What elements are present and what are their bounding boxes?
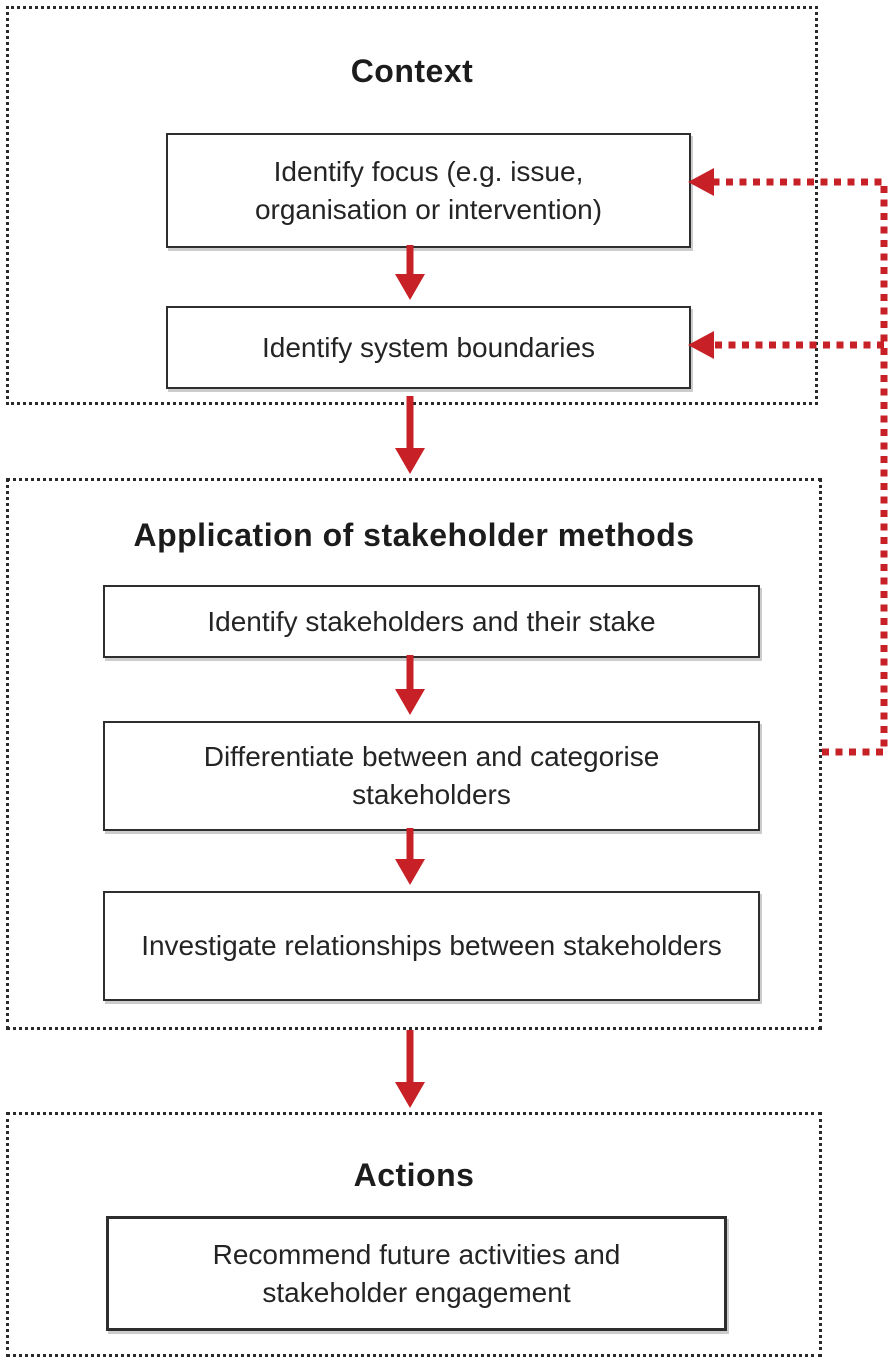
node-identify-focus: Identify focus (e.g. issue, organisation… — [166, 133, 691, 248]
node-identify-system-boundaries: Identify system boundaries — [166, 306, 691, 389]
section-application-title: Application of stakeholder methods — [133, 517, 695, 553]
section-application-of-stakeholder-methods: Application of stakeholder methods Ident… — [6, 478, 822, 1030]
arrow-context-to-application — [395, 396, 425, 474]
section-actions: Actions Recommend future activities and … — [6, 1112, 822, 1357]
node-identify-stakeholders-and-stake: Identify stakeholders and their stake — [103, 585, 760, 658]
node-differentiate-categorise-stakeholders: Differentiate between and categorise sta… — [103, 721, 760, 831]
section-context: Context Identify focus (e.g. issue, orga… — [6, 6, 818, 405]
section-actions-title: Actions — [353, 1157, 475, 1193]
node-recommend-future-activities: Recommend future activities and stakehol… — [106, 1216, 727, 1331]
section-context-title: Context — [350, 53, 474, 89]
arrow-application-to-actions — [395, 1030, 425, 1108]
node-investigate-relationships: Investigate relationships between stakeh… — [103, 891, 760, 1001]
